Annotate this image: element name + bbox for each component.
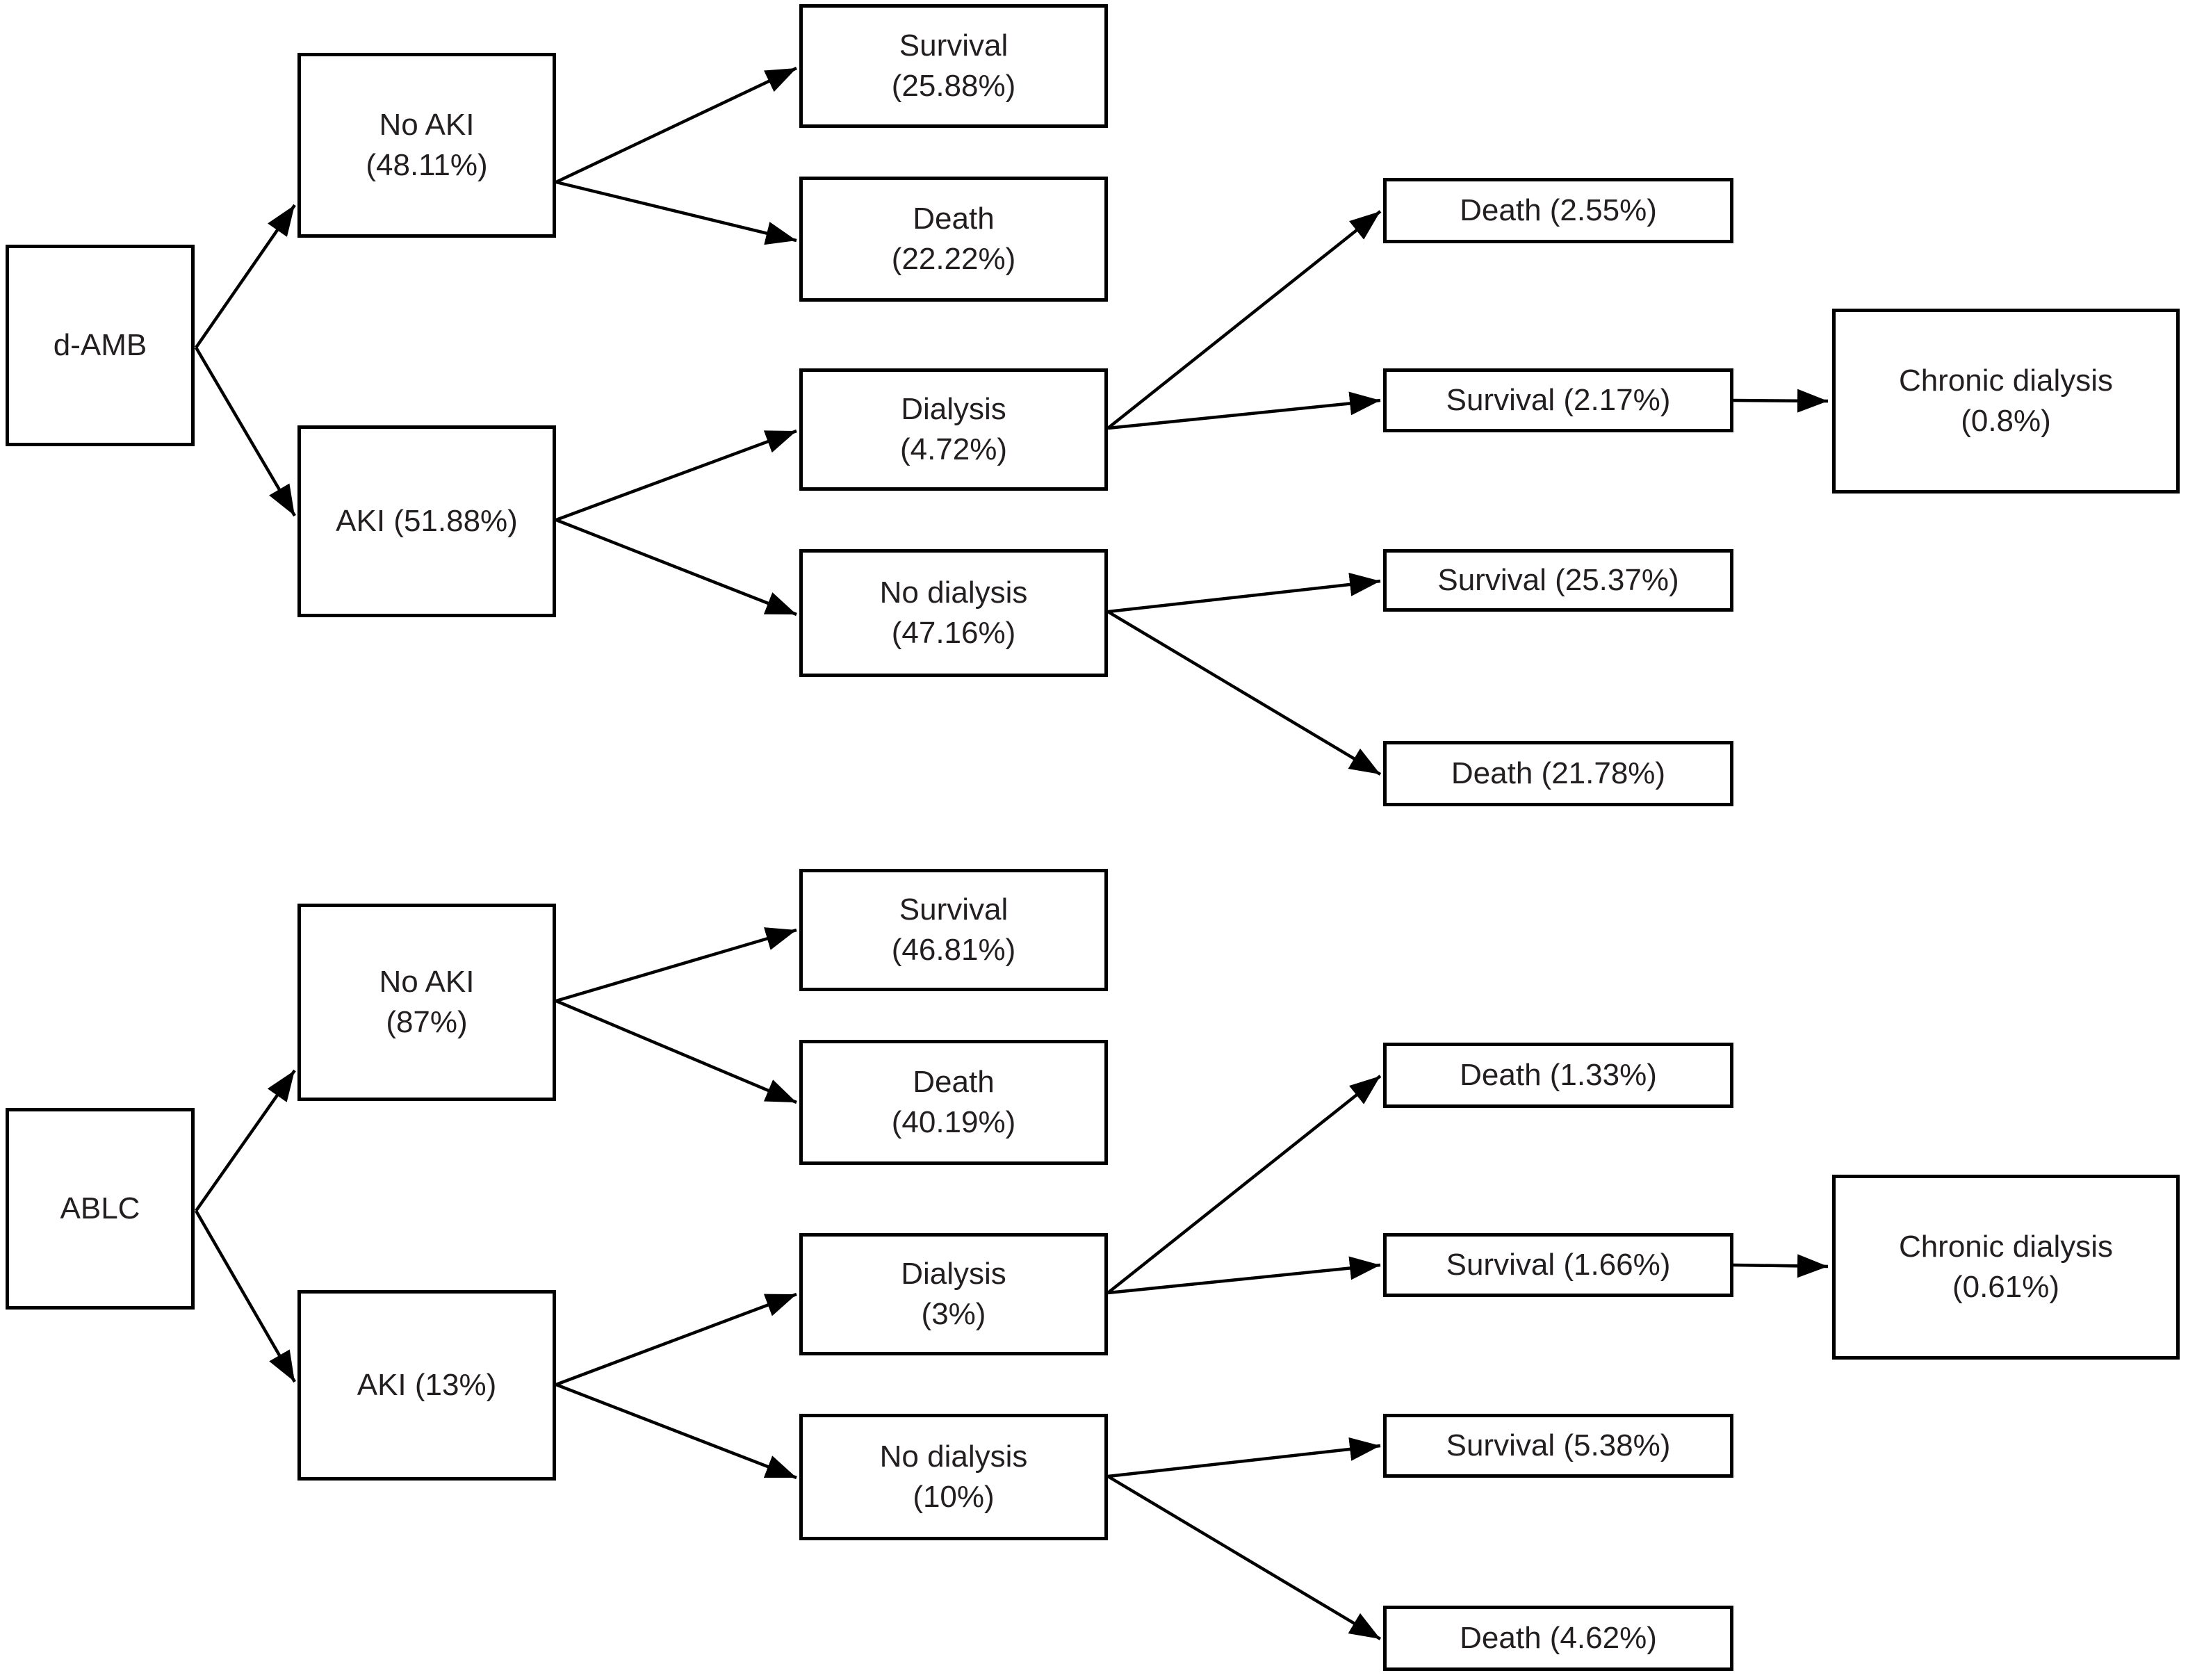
node-label: Death (2.55%)	[1460, 193, 1657, 227]
node-d-dialysis: Dialysis (4.72%)	[799, 368, 1108, 491]
edge-ablc-aki	[195, 1209, 296, 1383]
edge-a-noaki-survival	[555, 927, 797, 1003]
node-label: Death	[913, 201, 995, 236]
node-label: d-AMB	[53, 327, 147, 362]
node-label: Survival	[899, 28, 1009, 63]
node-label: Survival (2.17%)	[1446, 382, 1671, 417]
node-a-noaki-death: Death (40.19%)	[799, 1040, 1108, 1165]
node-percentage: (25.88%)	[891, 69, 1016, 103]
node-a-no-dialysis: No dialysis (10%)	[799, 1414, 1108, 1540]
node-d-nodialysis-death: Death (21.78%)	[1383, 741, 1733, 806]
edge-d-aki-nodialysis	[555, 518, 797, 617]
node-d-chronic-dialysis: Chronic dialysis (0.8%)	[1832, 309, 2180, 494]
node-d-dialysis-survival: Survival (2.17%)	[1383, 368, 1733, 432]
node-label: Dialysis	[901, 391, 1006, 426]
edge-d-noaki-death	[555, 180, 797, 245]
node-label: No dialysis	[879, 575, 1028, 610]
edge-a-nodialysis-death	[1107, 1475, 1382, 1640]
node-ablc-root: ABLC	[6, 1108, 195, 1310]
edge-d-dialysis-death	[1107, 210, 1382, 430]
node-d-aki: AKI (51.88%)	[297, 425, 556, 617]
edge-d-nodialysis-death	[1107, 610, 1382, 776]
node-percentage: (47.16%)	[891, 616, 1016, 650]
node-percentage: (10%)	[913, 1480, 995, 1514]
node-label: AKI (51.88%)	[336, 503, 518, 538]
node-a-dialysis-death: Death (1.33%)	[1383, 1043, 1733, 1108]
edge-a-noaki-death	[555, 999, 797, 1104]
node-label: Death (21.78%)	[1451, 756, 1666, 790]
node-d-nodialysis-survival: Survival (25.37%)	[1383, 549, 1733, 612]
node-a-aki: AKI (13%)	[297, 1290, 556, 1481]
node-percentage: (0.8%)	[1961, 404, 2051, 438]
edge-a-dialysis-death	[1107, 1075, 1382, 1294]
node-label: Chronic dialysis	[1898, 1229, 2114, 1264]
node-d-no-aki: No AKI (48.11%)	[297, 53, 556, 238]
node-percentage: (3%)	[921, 1297, 986, 1331]
node-label: Survival (25.37%)	[1437, 562, 1679, 597]
edge-d-dialysis-survival	[1107, 391, 1381, 430]
node-label: Survival (5.38%)	[1446, 1428, 1671, 1462]
node-label: No AKI	[379, 107, 475, 142]
node-d-dialysis-death: Death (2.55%)	[1383, 178, 1733, 243]
node-percentage: (46.81%)	[891, 933, 1016, 967]
node-a-dialysis-survival: Survival (1.66%)	[1383, 1233, 1733, 1297]
edge-a-survival-chronic	[1733, 1254, 1829, 1278]
node-percentage: (87%)	[386, 1005, 468, 1039]
edge-a-dialysis-survival	[1107, 1256, 1381, 1295]
edge-damb-noaki	[195, 204, 296, 349]
node-a-chronic-dialysis: Chronic dialysis (0.61%)	[1832, 1175, 2180, 1360]
node-percentage: (48.11%)	[366, 148, 488, 182]
edge-d-aki-dialysis	[555, 429, 797, 522]
node-d-no-dialysis: No dialysis (47.16%)	[799, 549, 1108, 677]
node-label: Dialysis	[901, 1256, 1006, 1291]
edge-d-noaki-survival	[555, 66, 797, 184]
node-percentage: (22.22%)	[891, 242, 1016, 276]
node-label: Death	[913, 1064, 995, 1099]
node-a-noaki-survival: Survival (46.81%)	[799, 869, 1108, 991]
node-d-noaki-death: Death (22.22%)	[799, 177, 1108, 302]
edge-d-nodialysis-survival	[1107, 573, 1381, 614]
node-a-nodialysis-survival: Survival (5.38%)	[1383, 1414, 1733, 1478]
node-a-dialysis: Dialysis (3%)	[799, 1233, 1108, 1355]
edge-damb-aki	[195, 346, 296, 517]
node-percentage: (40.19%)	[891, 1105, 1016, 1139]
node-percentage: (4.72%)	[899, 432, 1008, 466]
node-a-nodialysis-death: Death (4.62%)	[1383, 1606, 1733, 1671]
node-label: No dialysis	[879, 1439, 1028, 1474]
node-label: Survival (1.66%)	[1446, 1247, 1671, 1282]
node-label: Death (4.62%)	[1460, 1620, 1657, 1655]
node-label: No AKI	[379, 964, 475, 999]
node-d-noaki-survival: Survival (25.88%)	[799, 4, 1108, 128]
node-label: Survival	[899, 892, 1009, 927]
edge-ablc-noaki	[195, 1069, 296, 1212]
node-label: Death (1.33%)	[1460, 1057, 1657, 1092]
edge-a-aki-nodialysis	[555, 1383, 797, 1480]
node-label: AKI (13%)	[357, 1367, 497, 1402]
node-damb-root: d-AMB	[6, 245, 195, 446]
edge-a-aki-dialysis	[555, 1292, 797, 1387]
node-label: Chronic dialysis	[1898, 363, 2114, 398]
edge-d-survival-chronic	[1733, 389, 1829, 413]
node-label: ABLC	[60, 1191, 140, 1225]
node-a-no-aki: No AKI (87%)	[297, 904, 556, 1101]
edge-a-nodialysis-survival	[1107, 1437, 1381, 1478]
node-percentage: (0.61%)	[1952, 1270, 2060, 1304]
